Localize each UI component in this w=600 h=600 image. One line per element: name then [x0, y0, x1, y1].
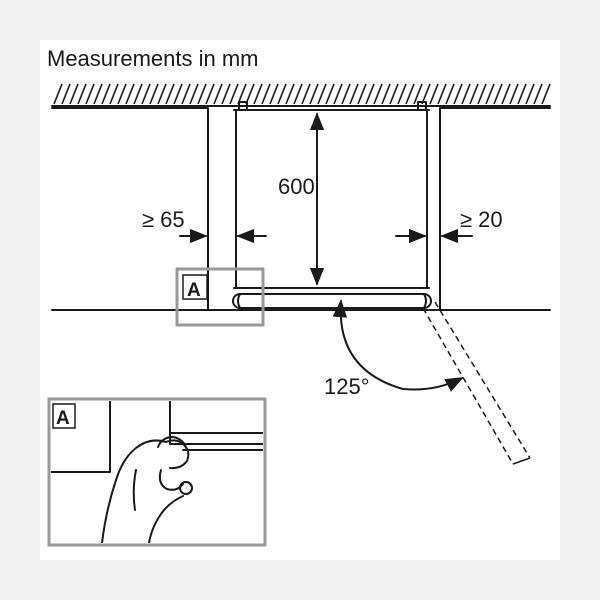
hatch-line — [277, 83, 287, 105]
hatch-line — [381, 83, 391, 105]
hatch-line — [485, 83, 495, 105]
hatch-line — [421, 83, 431, 105]
callout-frame — [175, 267, 265, 327]
hatch-line — [317, 83, 327, 105]
hatch-line — [493, 83, 503, 105]
hatch-line — [101, 83, 111, 105]
right-cabinet-wall — [439, 107, 551, 311]
hand-illustration — [101, 436, 193, 543]
hatch-line — [93, 83, 103, 105]
hatch-line — [173, 83, 183, 105]
hatch-line — [157, 83, 167, 105]
hatch-line — [525, 83, 535, 105]
hatch-line — [213, 83, 223, 105]
detail-view-label: A — [56, 408, 70, 429]
hatch-line — [149, 83, 159, 105]
hatch-line — [365, 83, 375, 105]
hatch-line — [349, 83, 359, 105]
hatch-line — [373, 83, 383, 105]
hatch-line — [397, 83, 407, 105]
hatch-line — [541, 83, 551, 105]
hatch-line — [205, 83, 215, 105]
hatch-line — [437, 83, 447, 105]
hatch-line — [109, 83, 119, 105]
hatch-line — [53, 83, 63, 105]
hatch-line — [301, 83, 311, 105]
hatch-line — [221, 83, 231, 105]
hatch-line — [117, 83, 127, 105]
hatch-line — [341, 83, 351, 105]
hatch-line — [261, 83, 271, 105]
hatch-line — [309, 83, 319, 105]
diagram-canvas: Measurements in mm 60 — [40, 40, 560, 560]
hatch-line — [469, 83, 479, 105]
hatch-line — [357, 83, 367, 105]
hatch-line — [141, 83, 151, 105]
callout-marker-label: A — [187, 280, 201, 301]
hatch-line — [189, 83, 199, 105]
hatch-line — [405, 83, 415, 105]
height-label: 600 — [278, 174, 315, 199]
hatch-line — [245, 83, 255, 105]
hatch-line — [453, 83, 463, 105]
hatch-line — [413, 83, 423, 105]
hatch-line — [85, 83, 95, 105]
hatch-line — [165, 83, 175, 105]
ceiling — [51, 83, 551, 107]
hatch-line — [269, 83, 279, 105]
hatch-line — [181, 83, 191, 105]
right-gap-label: ≥ 20 — [460, 207, 503, 232]
hatch-line — [197, 83, 207, 105]
hatch-line — [253, 83, 263, 105]
hatch-line — [293, 83, 303, 105]
detail-view-a — [47, 397, 267, 547]
installation-diagram: Measurements in mm 60 — [47, 46, 551, 547]
hatch-line — [445, 83, 455, 105]
ceiling-hatching — [53, 83, 551, 105]
hatch-line — [133, 83, 143, 105]
hatch-line — [69, 83, 79, 105]
left-cabinet-wall — [51, 107, 209, 311]
hatch-line — [429, 83, 439, 105]
hatch-line — [229, 83, 239, 105]
measurements-title: Measurements in mm — [47, 46, 259, 71]
hatch-line — [517, 83, 527, 105]
hatch-line — [333, 83, 343, 105]
hatch-line — [61, 83, 71, 105]
hatch-line — [389, 83, 399, 105]
door-angle-label: 125° — [324, 374, 370, 399]
hatch-line — [509, 83, 519, 105]
open-door-dashed — [422, 301, 531, 465]
hatch-line — [285, 83, 295, 105]
door-angle-arc — [332, 299, 464, 392]
hatch-line — [325, 83, 335, 105]
left-gap-label: ≥ 65 — [142, 207, 185, 232]
hatch-line — [237, 83, 247, 105]
fridge-body — [233, 101, 430, 289]
hatch-line — [501, 83, 511, 105]
hatch-line — [461, 83, 471, 105]
hatch-line — [125, 83, 135, 105]
hatch-line — [533, 83, 543, 105]
hatch-line — [77, 83, 87, 105]
hatch-line — [477, 83, 487, 105]
